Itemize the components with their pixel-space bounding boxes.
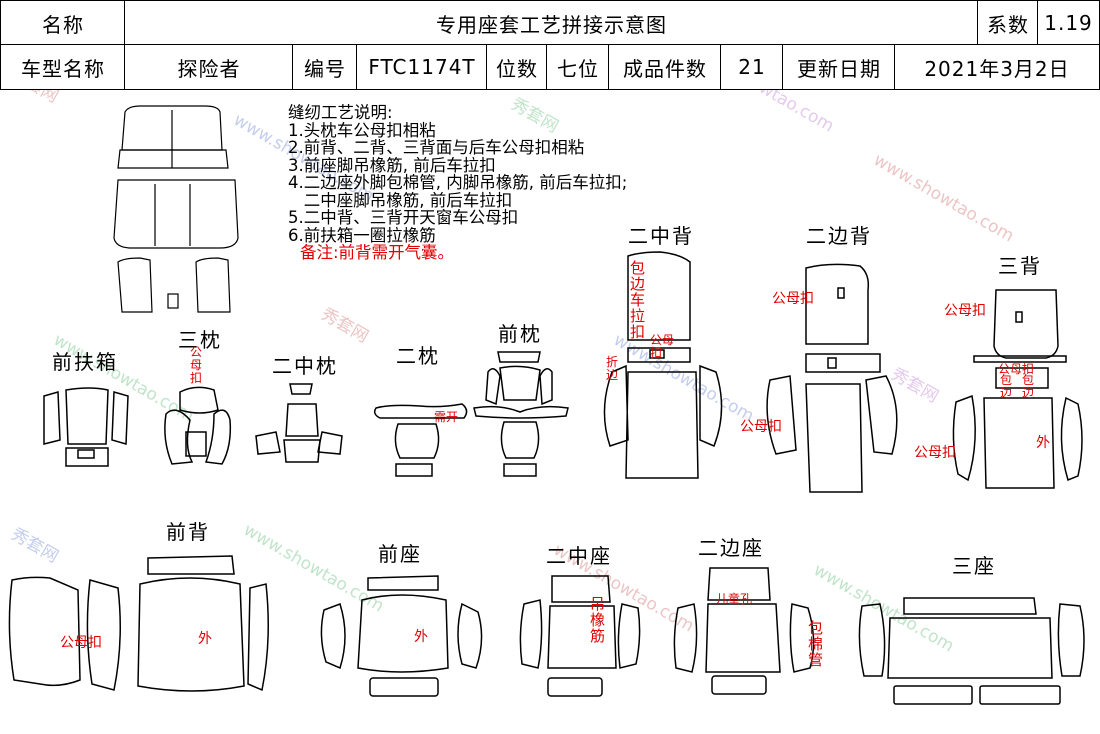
model-value: 探险者: [124, 44, 294, 90]
title-front-back: 前背: [166, 520, 210, 544]
notes-line: 5.二中背、三背开天窗车公母扣: [288, 208, 519, 227]
title-second-side-back: 二边背: [806, 224, 872, 248]
label-fold-edge: 折边: [606, 355, 619, 382]
coef-label: 系数: [977, 0, 1039, 46]
coef-value: 1.19: [1037, 0, 1100, 46]
title-third-seat: 三座: [952, 554, 996, 578]
notes-line: 1.头枕车公母扣相粘: [288, 120, 436, 140]
second-mid-back-pieces: [603, 251, 723, 479]
second-side-seat-pieces: [673, 567, 815, 695]
label-outer: 外: [414, 629, 428, 645]
code-value: FTC1174T: [356, 44, 488, 90]
label-snap: 公母扣: [944, 303, 986, 319]
notes-line: 二中座脚吊橡筋, 前后车拉扣: [288, 190, 513, 210]
notes-line: 2.前背、二背、三背面与后车公母扣相粘: [288, 138, 585, 157]
front-armrest-pieces: [43, 387, 129, 467]
notes-line: 3.前座脚吊橡筋, 前后车拉扣: [288, 155, 496, 175]
label-child-hole: 儿童孔: [716, 592, 753, 606]
title-third-headrest: 三枕: [178, 328, 222, 352]
third-seat-pieces: [858, 597, 1085, 705]
label-snap: 公母扣: [190, 345, 203, 385]
seats-label: 位数: [486, 44, 548, 90]
front-headrest-pieces: [473, 351, 569, 477]
title-front-armrest: 前扶箱: [52, 350, 118, 374]
label-cotton-tube: 包棉管: [808, 619, 824, 669]
label-snap: 公母扣: [60, 635, 102, 651]
label-hole-open: 需开: [434, 410, 459, 424]
title-second-headrest: 二枕: [396, 344, 440, 368]
model-label: 车型名称: [0, 44, 126, 90]
seat-thumbnail: [113, 105, 239, 313]
label-snap: 公母扣: [650, 333, 675, 360]
second-mid-headrest-pieces: [255, 383, 343, 463]
title-second-mid-back: 二中背: [628, 224, 694, 248]
second-headrest-pieces: [373, 403, 468, 477]
third-headrest-pieces: [164, 386, 232, 465]
title-front-seat: 前座: [378, 542, 422, 566]
notes-heading: 缝纫工艺说明:: [288, 103, 393, 122]
name-label: 名称: [0, 0, 126, 46]
label-wrap-edge: 包边: [1022, 373, 1035, 400]
title-second-side-seat: 二边座: [698, 536, 764, 560]
notes-line: 4.二边座外脚包棉管, 内脚吊橡筋, 前后车拉扣;: [288, 173, 628, 192]
label-snap: 公母扣: [740, 419, 782, 435]
label-snap: 公母扣: [772, 291, 814, 307]
title-second-mid-headrest: 二中枕: [272, 354, 338, 378]
code-label: 编号: [292, 44, 358, 90]
second-mid-seat-pieces: [519, 575, 641, 697]
update-label: 更新日期: [782, 44, 896, 90]
third-back-pieces: [952, 289, 1083, 489]
notes-remark: 备注:前背需开气囊。: [300, 243, 455, 262]
front-seat-pieces: [320, 575, 483, 697]
label-wrap-edge: 包边: [1000, 373, 1013, 400]
sewing-notes: 缝纫工艺说明: 1.头枕车公母扣相粘 2.前背、二背、三背面与后车公母扣相粘 3…: [288, 104, 627, 262]
label-wrap-edge-pull: 包边车拉扣: [630, 259, 646, 341]
label-snap: 公母扣: [998, 362, 1035, 376]
notes-line: 6.前扶箱一圈拉橡筋: [288, 225, 436, 245]
update-value: 2021年3月2日: [894, 44, 1100, 90]
title-front-headrest: 前枕: [498, 322, 542, 346]
title-third-back: 三背: [998, 254, 1042, 278]
label-elastic: 吊橡筋: [590, 595, 606, 645]
label-snap: 公母扣: [914, 445, 956, 461]
label-outer: 外: [198, 631, 212, 647]
seats-value: 七位: [546, 44, 610, 90]
second-side-back-pieces: [766, 263, 898, 493]
label-outer: 外: [1036, 435, 1050, 451]
title-second-mid-seat: 二中座: [546, 544, 612, 568]
front-back-pieces: [8, 555, 269, 692]
